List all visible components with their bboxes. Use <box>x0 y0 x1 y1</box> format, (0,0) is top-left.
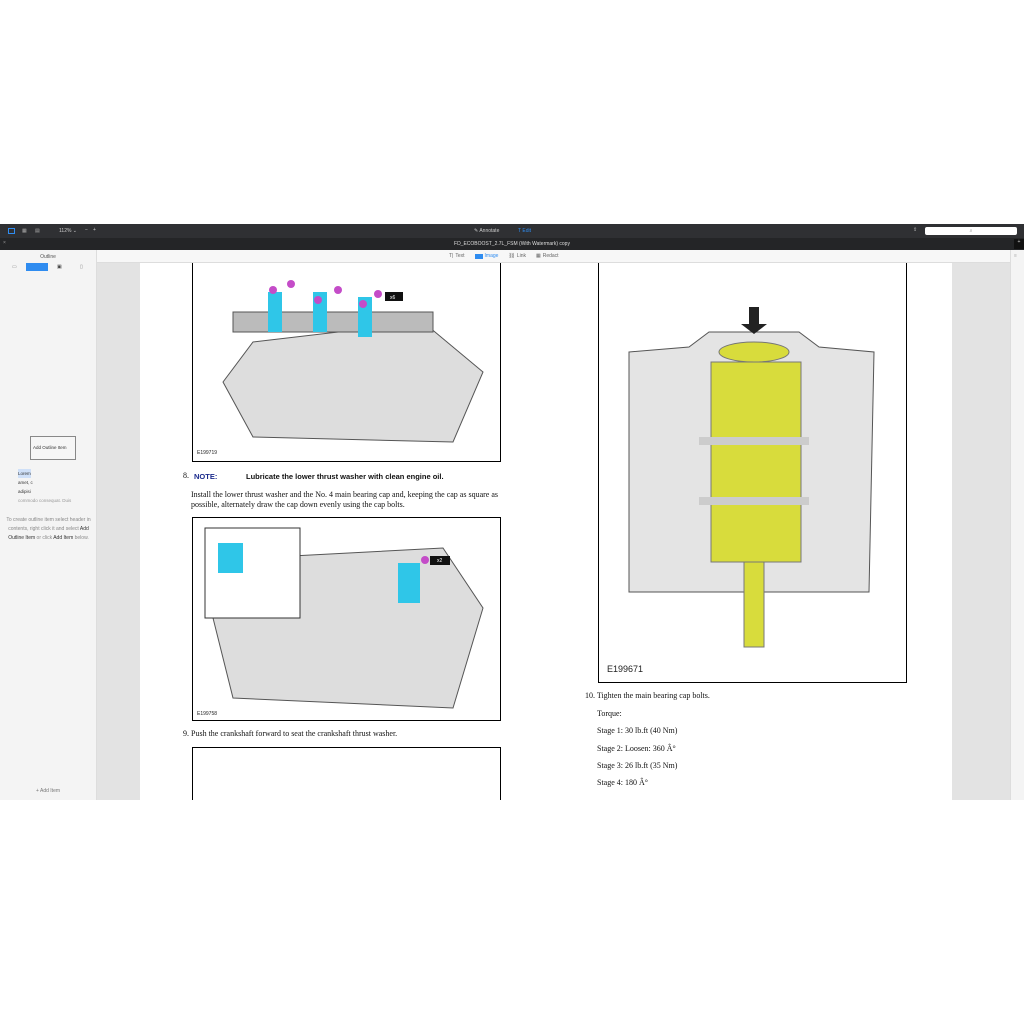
search-icon: ⌕ <box>969 228 973 234</box>
torque-stage: Stage 2: Loosen: 360 Â° <box>597 744 676 753</box>
annotation-tab-icon[interactable]: ▯ <box>80 264 83 270</box>
figure-e199719[interactable]: x6 E199719 <box>192 263 501 462</box>
engine-block-image <box>222 280 484 443</box>
step-number: 8. <box>183 471 189 480</box>
pen-icon: ✎ <box>474 228 479 234</box>
search-input[interactable]: ⌕ <box>925 227 1017 235</box>
preview-line: commodo consequat. Duis <box>18 498 72 503</box>
edit-label: Edit <box>522 228 531 234</box>
outline-tab-icon[interactable] <box>26 263 48 271</box>
sidebar-title: Outline <box>40 254 56 260</box>
panel-toggle-icon[interactable]: ≡ <box>1014 253 1017 259</box>
engine-block-image <box>204 527 484 709</box>
torque-stage: Stage 3: 26 lb.ft (35 Nm) <box>597 761 678 770</box>
preview-line: adipisi <box>18 489 31 494</box>
figure-next[interactable] <box>192 747 501 800</box>
edit-button[interactable]: T Edit <box>518 228 531 234</box>
figure-label: E199671 <box>607 664 644 674</box>
torque-label: Torque: <box>597 709 622 718</box>
close-tab-icon[interactable]: × <box>3 240 6 246</box>
zoom-select[interactable]: 112% ⌄ <box>59 228 78 234</box>
sidebar-toggle-icon[interactable] <box>8 228 15 234</box>
note-text: Lubricate the lower thrust washer with c… <box>246 472 444 481</box>
annotate-label: Annotate <box>479 228 500 234</box>
document-tab[interactable]: FD_ECOBOOST_2.7L_FSM (With Watermark) co… <box>454 241 570 247</box>
step-10-text: 10. Tighten the main bearing cap bolts. <box>585 691 710 700</box>
callout-label: x6 <box>390 295 396 301</box>
thumbnail-tab-icon[interactable]: ▣ <box>57 264 62 270</box>
outline-preview: Lorem amet, c adipisi commodo consequat.… <box>18 469 71 505</box>
torque-stage: Stage 1: 30 lb.ft (40 Nm) <box>597 726 678 735</box>
link-icon: ⛓ <box>508 253 515 259</box>
link-tool[interactable]: ⛓Link <box>508 253 526 259</box>
page-view-icon[interactable]: ▤ <box>35 228 40 234</box>
edit-toolbar: T|Text Image ⛓Link ▦Redact <box>97 250 1010 263</box>
zoom-value: 112% <box>59 228 72 234</box>
new-tab-button[interactable]: + <box>1014 239 1024 249</box>
add-item-button[interactable]: + Add Item <box>35 788 61 794</box>
figure-label: E199758 <box>197 711 218 717</box>
step-8-paragraph: Install the lower thrust washer and the … <box>191 490 499 509</box>
right-panel: ≡ <box>1010 250 1024 800</box>
crankshaft-image <box>628 307 875 648</box>
text-tool[interactable]: T|Text <box>449 253 465 259</box>
redact-tool[interactable]: ▦Redact <box>535 253 559 259</box>
figure-e199671[interactable]: E199671 <box>598 263 907 683</box>
step-9-text: 9. Push the crankshaft forward to seat t… <box>183 729 398 738</box>
tab-bar: × FD_ECOBOOST_2.7L_FSM (With Watermark) … <box>0 238 1024 250</box>
document-canvas: x6 E199719 8. NOTE: Lubricate the lower … <box>97 263 1010 800</box>
outline-sidebar: Outline ▭ ▣ ▯ Add Outline Item Lorem ame… <box>0 250 97 800</box>
context-menu: Add Outline Item <box>30 436 76 460</box>
figure-label: E199719 <box>197 450 218 456</box>
callout-label: x2 <box>437 558 443 564</box>
image-icon <box>474 253 483 259</box>
share-icon[interactable]: ⇪ <box>913 227 918 233</box>
main-toolbar: ▦ ▤ 112% ⌄ − + ✎ Annotate T Edit ⇪ ⌕ <box>0 224 1024 238</box>
figure-e199758[interactable]: x2 E199758 <box>192 517 501 721</box>
text-icon: T <box>518 228 521 234</box>
preview-line: Lorem <box>18 469 31 478</box>
zoom-in-button[interactable]: + <box>93 227 96 233</box>
grid-view-icon[interactable]: ▦ <box>22 228 27 234</box>
page-spread: x6 E199719 8. NOTE: Lubricate the lower … <box>140 263 952 800</box>
add-outline-item-menu-item[interactable]: Add Outline Item <box>33 445 67 450</box>
image-tool[interactable]: Image <box>474 253 498 259</box>
redact-icon: ▦ <box>535 253 541 259</box>
torque-stage: Stage 4: 180 Â° <box>597 778 648 787</box>
text-icon: T| <box>449 253 454 259</box>
bookmark-tab-icon[interactable]: ▭ <box>12 264 17 270</box>
zoom-out-button[interactable]: − <box>85 227 88 233</box>
outline-hint: To create outline item select header in … <box>6 517 91 541</box>
annotate-button[interactable]: ✎ Annotate <box>474 228 499 234</box>
preview-line: amet, c <box>18 480 33 485</box>
note-label: NOTE: <box>194 472 218 481</box>
